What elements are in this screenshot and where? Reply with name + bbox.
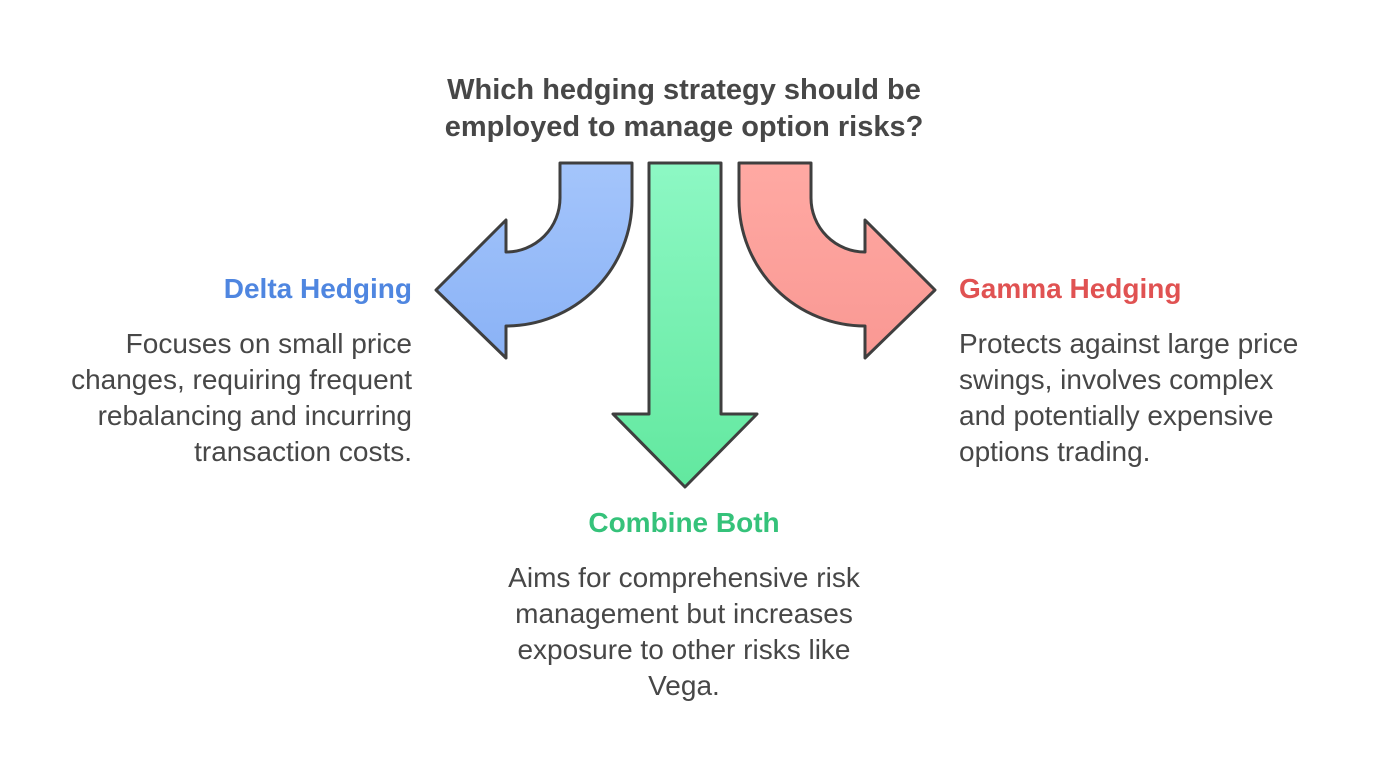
delta-desc-line: transaction costs. [194, 436, 412, 467]
gamma-desc-line: options trading. [959, 436, 1151, 467]
delta-desc-line: rebalancing and incurring [97, 400, 412, 431]
combine-desc-line: exposure to other risks like [517, 634, 851, 665]
delta-hedging-title: Delta Hedging [223, 273, 412, 304]
question-line-2: employed to manage option risks? [444, 111, 924, 143]
combine-desc-line: Vega. [648, 670, 720, 701]
gamma-hedging-title: Gamma Hedging [959, 273, 1182, 304]
delta-desc-line: changes, requiring frequent [71, 364, 412, 395]
gamma-desc-line: and potentially expensive [959, 400, 1274, 431]
right-curved-arrow [737, 161, 937, 360]
combine-both-title: Combine Both [588, 507, 780, 538]
center-down-arrow [611, 161, 759, 489]
combine-desc-line: Aims for comprehensive risk [508, 562, 860, 593]
gamma-hedging-description: Protects against large price swings, inv… [959, 326, 1298, 470]
gamma-desc-line: swings, involves complex [959, 364, 1274, 395]
question-line-1: Which hedging strategy should be [447, 74, 921, 106]
combine-desc-line: management but increases [515, 598, 853, 629]
delta-hedging-description: Focuses on small price changes, requirin… [71, 326, 412, 470]
delta-desc-line: Focuses on small price [125, 328, 412, 359]
gamma-desc-line: Protects against large price [959, 328, 1299, 359]
diagram-question: Which hedging strategy should be employe… [394, 72, 974, 146]
combine-both-description: Aims for comprehensive risk management b… [394, 560, 974, 704]
left-curved-arrow [434, 161, 634, 360]
